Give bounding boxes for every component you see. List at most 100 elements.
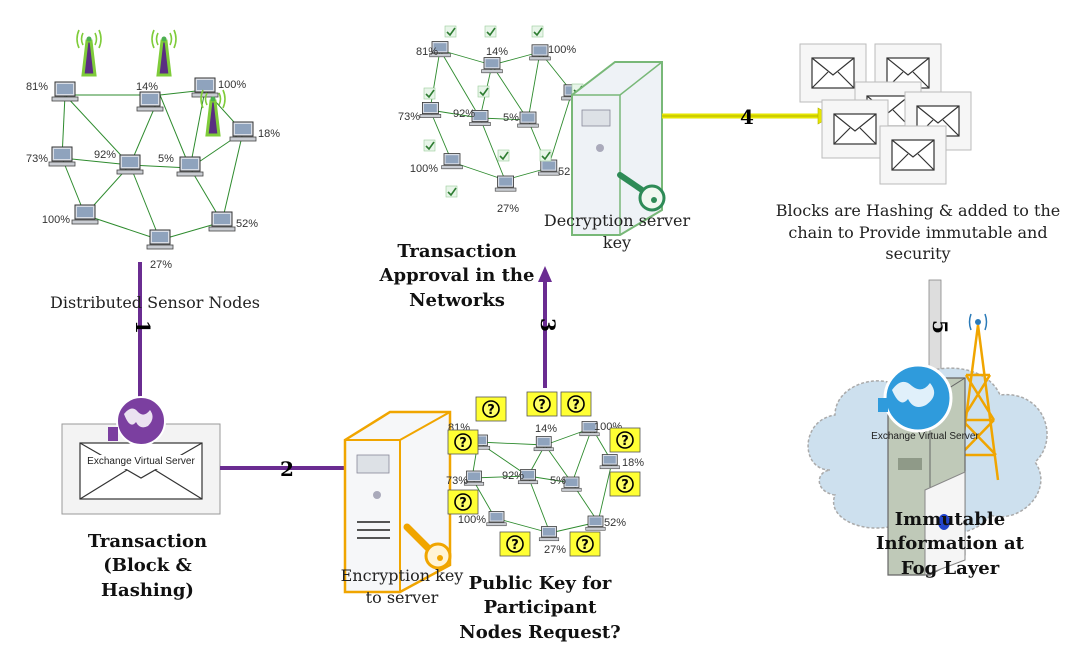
computer-icon [51, 81, 79, 102]
checkmark-icon [531, 25, 544, 38]
globe-icon [878, 363, 953, 433]
checkmark-icon [423, 139, 436, 152]
node-pct: 14% [136, 81, 158, 93]
node-pct: 92% [94, 149, 116, 161]
antenna-icon [75, 28, 103, 77]
approval-caption: Transaction Approval in the Networks [379, 241, 535, 311]
encryption-caption: Encryption key to server [340, 566, 464, 607]
computer-icon [191, 77, 219, 98]
node-pct: 92% [453, 108, 475, 120]
question-icon [526, 391, 558, 417]
computer-icon [71, 204, 99, 225]
question-icon [499, 531, 531, 557]
computer-icon [599, 454, 620, 470]
computer-icon [538, 526, 560, 542]
step-number: 1 [131, 320, 155, 334]
computer-icon [116, 154, 144, 175]
approval-network: 81% 14% 100% 73% 92% 5% 100% 52 27% [398, 25, 584, 215]
encryption-server [343, 410, 452, 594]
node-pct: 100% [218, 79, 246, 91]
question-icon [609, 471, 641, 497]
transaction-caption: Transaction (Block & Hashing) [87, 531, 208, 601]
computer-icon [208, 211, 236, 232]
computer-icon [481, 57, 503, 74]
arrow-step-1: 1 [131, 262, 155, 414]
step-number: 2 [280, 457, 294, 481]
globe-icon [108, 396, 166, 446]
node-pct: 100% [410, 163, 438, 175]
node-pct: 52% [236, 218, 258, 230]
hashed-blocks [800, 44, 971, 184]
key-icon [403, 523, 452, 570]
computer-icon [533, 436, 554, 452]
node-pct: 27% [544, 544, 566, 556]
question-icon [609, 427, 641, 453]
question-icon [560, 391, 592, 417]
decryption-server [571, 61, 666, 236]
node-pct: 73% [446, 475, 468, 487]
question-icon [475, 396, 507, 422]
step-number: 5 [928, 320, 952, 334]
step-number: 3 [536, 318, 560, 332]
node-pct: 52% [604, 517, 626, 529]
node-pct: 27% [150, 259, 172, 271]
node-pct: 18% [622, 457, 644, 469]
node-pct: 18% [258, 128, 280, 140]
computer-icon [136, 91, 164, 112]
node-pct: 14% [486, 46, 508, 58]
immutable-caption: Immutable Information at Fog Layer [876, 509, 1024, 579]
node-pct: 5% [550, 475, 566, 487]
checkmark-icon [484, 25, 497, 38]
exchange-server-label: Exchange Virtual Server [85, 455, 197, 469]
computer-icon [419, 102, 442, 118]
node-pct: 81% [416, 46, 438, 58]
exchange-server-label: Exchange Virtual Server [871, 431, 979, 442]
checkmark-icon [444, 25, 457, 38]
computer-icon [538, 159, 560, 176]
computer-icon [146, 229, 174, 250]
node-pct: 92% [502, 470, 524, 482]
sensor-nodes-caption: Distributed Sensor Nodes [50, 293, 260, 312]
arrow-step-4: 4 [662, 105, 833, 129]
computer-icon [48, 146, 76, 167]
sensor-network: 81% 14% 100% 18% 73% 92% 5% 100% 52% 27% [26, 28, 280, 271]
computer-icon [176, 156, 204, 177]
envelope-icon [880, 126, 946, 184]
antenna-icon [150, 28, 178, 77]
blocks-caption: Blocks are Hashing & added to the chain … [775, 201, 1061, 264]
question-icon [569, 531, 601, 557]
envelope-icon [822, 100, 888, 158]
arrow-step-3: 3 [536, 266, 560, 388]
computer-icon [486, 511, 507, 527]
computer-icon [585, 515, 606, 531]
decryption-caption: Decryption server key [543, 211, 691, 252]
question-icon [447, 429, 479, 455]
checkmark-icon [477, 85, 490, 98]
node-pct: 73% [26, 153, 48, 165]
exchange-virtual-server-left [61, 396, 221, 515]
checkmark-icon [445, 185, 458, 198]
node-pct: 81% [26, 81, 48, 93]
checkmark-icon [423, 87, 436, 100]
node-pct: 5% [158, 153, 174, 165]
step-number: 4 [740, 105, 754, 129]
node-pct: 100% [458, 514, 486, 526]
computer-icon [441, 153, 463, 170]
computer-icon [229, 121, 257, 142]
public-key-caption: Public Key for Participant Nodes Request… [459, 573, 621, 643]
node-pct: 14% [535, 423, 557, 435]
node-pct: 27% [497, 203, 519, 215]
node-pct: 5% [503, 112, 519, 124]
node-pct: 100% [42, 214, 70, 226]
node-pct: 52 [558, 166, 570, 178]
computer-icon [494, 175, 517, 192]
checkmark-icon [497, 149, 510, 162]
node-pct: 73% [398, 111, 420, 123]
checkmark-icon [539, 149, 552, 162]
arrow-step-2: 2 [220, 457, 364, 481]
node-pct: 100% [548, 44, 576, 56]
tower-icon [956, 313, 1000, 481]
request-network: 81% 14% 100% 18% 73% 92% 5% 100% 52% 27% [446, 391, 644, 557]
key-icon [617, 172, 666, 212]
